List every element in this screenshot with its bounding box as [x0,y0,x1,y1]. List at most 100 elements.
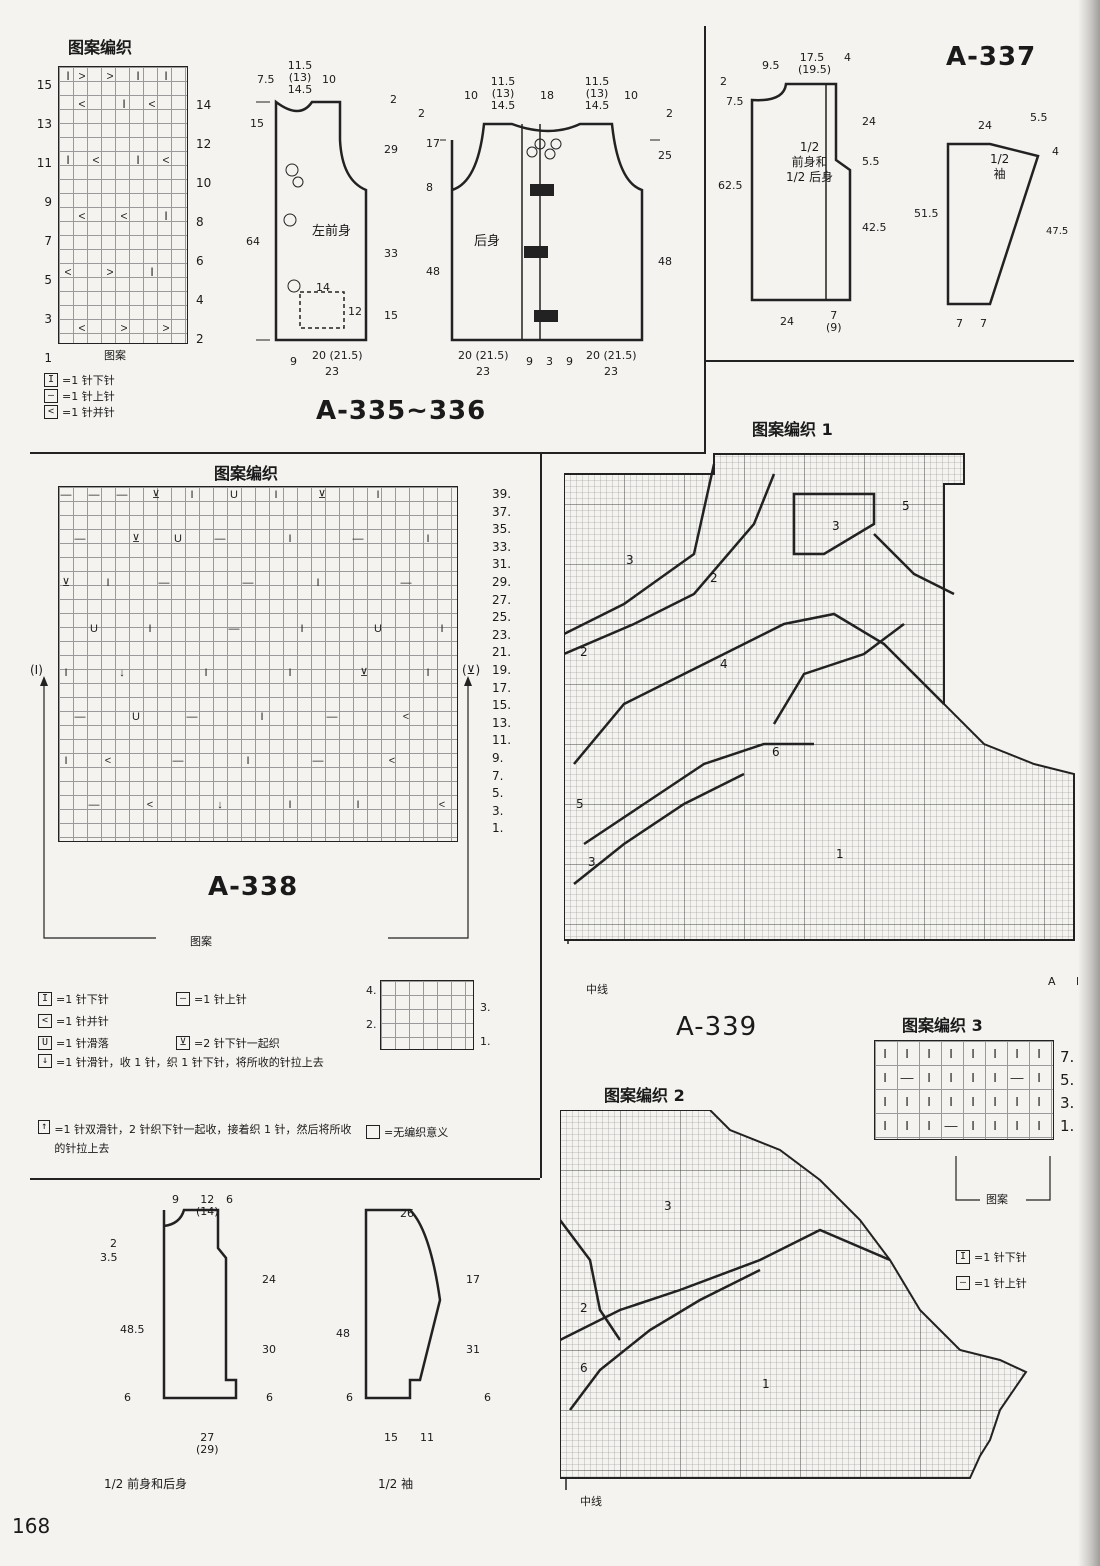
svg-text:I: I [1015,1046,1019,1061]
a335-front-dim-top-right: 10 [322,73,336,86]
arrow-up-icon [464,676,472,686]
knit-symbol-icon: I [38,992,52,1006]
svg-text:<: < [403,711,409,723]
a339-chart3-rows: 7.5.3.1. [1060,1048,1075,1135]
a338-code: A-338 [208,872,299,902]
a339-center-line-1: 中线 [586,983,608,996]
svg-text:I: I [136,69,139,83]
a335-back-bottom-4: 9 [566,355,573,368]
a338-caption-body: 1/2 前身和后身 [104,1477,188,1491]
svg-text:I: I [288,799,291,811]
a339-chart1-region-3b: 3 [832,519,840,533]
a339-chart3 [874,1040,1054,1140]
svg-text:I: I [426,667,429,679]
a335-legend: I=1 针下针 —=1 针上针 <=1 针并针 [44,372,115,420]
a339-chart2 [560,1110,1028,1490]
svg-text:I: I [246,755,249,767]
a335-stitch-chart [58,66,188,344]
svg-text:I: I [993,1118,997,1133]
knit-symbol-icon: I [44,373,58,387]
legend-row: I=1 针下针 [44,372,115,388]
a335-back-bottom-5: 20 (21.5) [586,349,637,362]
a339-chart1 [564,453,1075,944]
a338-legend-double: ↑=1 针双滑针，2 针织下针一起收，接着织 1 针，然后将所收的针拉上去 [38,1120,358,1158]
a339-chart3-title: 图案编织 3 [902,1016,983,1035]
a338-side-left: (I) [30,663,43,677]
svg-text:I: I [1015,1118,1019,1133]
svg-text:⊻: ⊻ [360,667,368,679]
a338-mini-rows-right: 3. 1. [480,1001,491,1048]
svg-text:<: < [78,209,85,223]
a335-back-right-2: 48 [658,255,672,268]
a338-dim-l1: 2 [110,1237,117,1250]
legend-row: —=1 针上针 [44,388,115,404]
svg-text:—: — [313,755,324,767]
a339-chart1-region-2b: 2 [580,645,588,659]
svg-text:—: — [117,489,128,501]
a338-sleeve-right-2: 31 [466,1343,480,1356]
a335-back-dash-right: 2 [666,107,673,120]
a335-front-dash: 2 [390,93,397,106]
a338-caption-sleeve: 1/2 袖 [378,1477,414,1491]
a337-dim-t3: 4 [844,51,851,64]
a337-dim-l1: 2 [720,75,727,88]
svg-text:—: — [353,533,364,545]
svg-text:I: I [883,1094,887,1109]
a339-chart1-region-3c: 3 [588,855,596,869]
a339-chart1-region-5b: 5 [576,797,584,811]
svg-text:—: — [215,533,226,545]
svg-text:I: I [148,623,151,635]
svg-text:I: I [949,1094,953,1109]
svg-text:I: I [883,1070,887,1085]
svg-text:I: I [883,1046,887,1061]
svg-text:I: I [927,1070,931,1085]
a338-dim-l2: 3.5 [100,1251,118,1264]
arrow-up-icon [40,676,48,686]
a339-chart1-region-3a: 3 [626,553,634,567]
legend-row: <=1 针并针 [44,404,115,420]
svg-text:I: I [426,533,429,545]
a339-chart1-region-6: 6 [772,745,780,759]
svg-text:⊻: ⊻ [318,489,326,501]
svg-text:⊻: ⊻ [152,489,160,501]
svg-text:I: I [64,667,67,679]
svg-text:I: I [122,97,125,111]
a335-back-mid: 18 [540,89,554,102]
svg-text:U: U [90,623,98,635]
legend-row: <=1 针并针 [38,1010,338,1032]
svg-text:>: > [162,321,169,335]
svg-text:<: < [147,799,153,811]
svg-text:—: — [159,577,170,589]
svg-text:I: I [1037,1118,1041,1133]
svg-text:<: < [78,97,85,111]
slip-decrease-symbol-icon: ↓ [38,1054,52,1068]
svg-text:—: — [1011,1070,1024,1085]
a339-legend: I=1 针下针 —=1 针上针 [956,1244,1027,1296]
a337-code: A-337 [946,42,1037,72]
a338-chart-title: 图案编织 [214,464,279,483]
a339-chart2-region-1: 1 [762,1377,770,1391]
svg-text:—: — [327,711,338,723]
a335-back-bottom-2: 9 [526,355,533,368]
svg-text:>: > [78,69,85,83]
svg-text:I: I [993,1070,997,1085]
a339-center-line-2: 中线 [580,1495,602,1508]
svg-text:I: I [64,755,67,767]
svg-text:<: < [162,153,169,167]
svg-text:I: I [971,1046,975,1061]
a335-back-neck-left: 11.5(13)14.5 [490,75,516,112]
legend-row: I=1 针下针 [38,988,338,1010]
a335-back-side-3: 48 [426,265,440,278]
a338-legend-left: I=1 针下针 <=1 针并针 U=1 针滑落 ↓=1 针滑针，收 1 针，织 … [38,988,338,1071]
svg-text:—: — [173,755,184,767]
a337-sleeve-b2: 7 [980,317,987,330]
a337-dim-r2: 5.5 [862,155,880,168]
svg-text:I: I [190,489,193,501]
a335-front-dim-bottom: 15 [384,309,398,322]
purl-symbol-icon: — [956,1276,970,1290]
svg-text:I: I [927,1094,931,1109]
svg-text:U: U [374,623,382,635]
svg-text:I: I [66,69,69,83]
